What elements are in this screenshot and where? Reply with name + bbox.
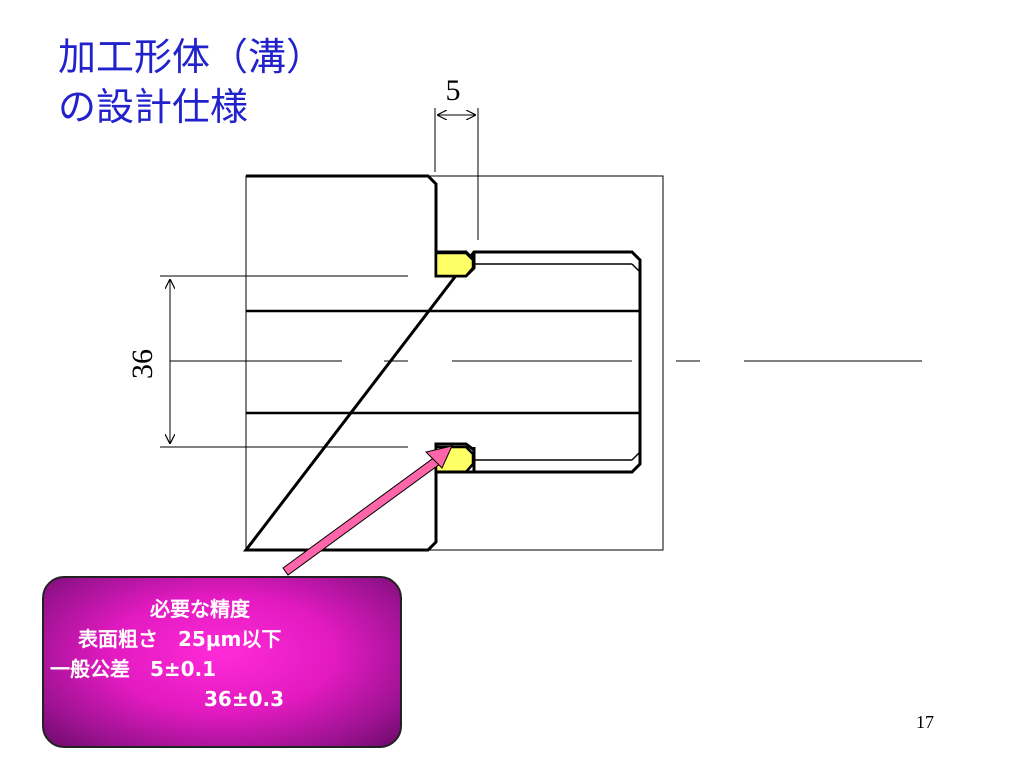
title-line-1: 加工形体（溝） [58, 35, 325, 79]
title-line-2: の設計仕様 [58, 85, 249, 129]
callout-heading: 必要な精度 [150, 597, 250, 621]
width-label: 5 [446, 74, 461, 107]
precision-callout: 必要な精度 表面粗さ 25μm以下 一般公差 5±0.1 36±0.3 [42, 576, 402, 748]
upper-chamfer [631, 263, 641, 273]
callout-roughness: 表面粗さ 25μm以下 [78, 627, 282, 651]
leader-arrow [282, 445, 453, 576]
slide-title: 加工形体（溝） の設計仕様 [58, 32, 324, 132]
lower-chamfer [631, 451, 641, 461]
callout-tolerance-diameter: 36±0.3 [204, 687, 285, 711]
part-outline [242, 174, 642, 552]
diameter-label: 36 [126, 349, 159, 379]
groove-upper [434, 251, 475, 278]
page-number: 17 [916, 712, 934, 732]
callout-tolerance-width: 一般公差 5±0.1 [50, 657, 217, 681]
stock-outline [245, 175, 664, 551]
